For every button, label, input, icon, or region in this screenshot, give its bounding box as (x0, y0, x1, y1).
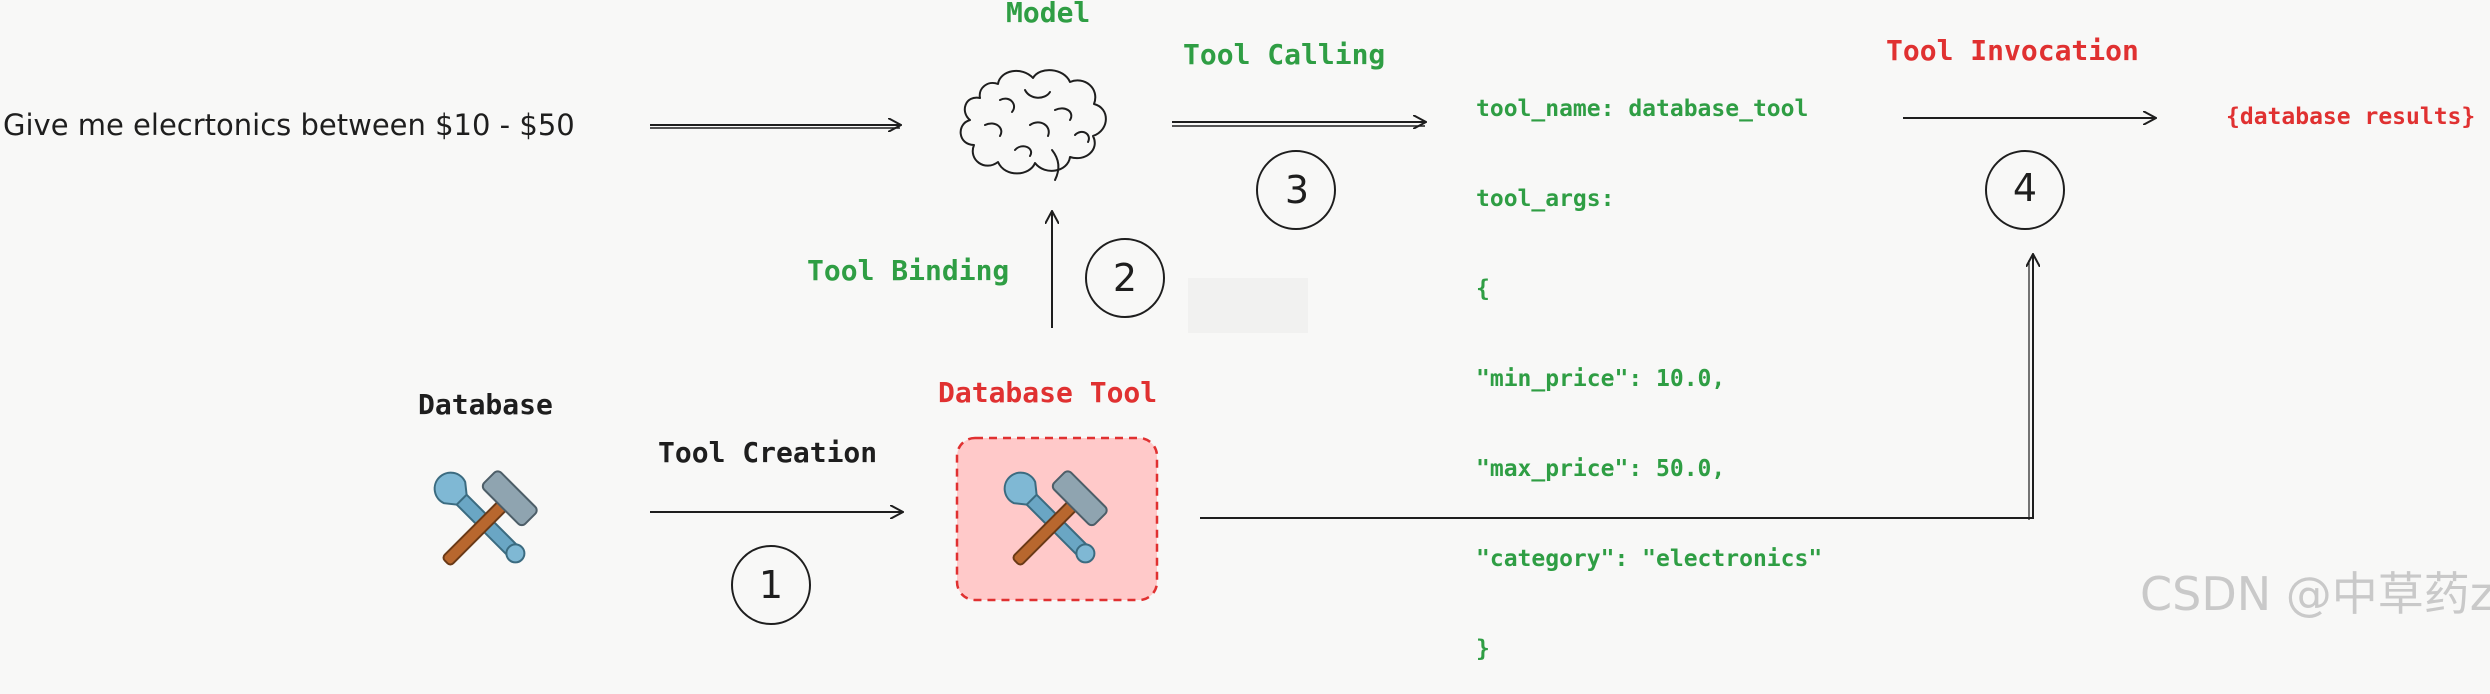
step-number-1: 1 (756, 563, 786, 607)
tool-call-line: "max_price": 50.0, (1476, 454, 1822, 484)
step-number-3: 3 (1282, 168, 1312, 212)
tool-call-line: tool_args: (1476, 184, 1822, 214)
tool-calling-label: Tool Calling (1183, 38, 1385, 71)
faint-box (1188, 278, 1308, 333)
database-label: Database (418, 388, 553, 421)
tool-binding-label: Tool Binding (807, 254, 1009, 287)
tool-call-line: tool_name: database_tool (1476, 94, 1822, 124)
tool-call-args: tool_name: database_tool tool_args: { "m… (1476, 34, 1822, 694)
arrow-query-to-model (650, 125, 900, 128)
step-number-4: 4 (2010, 166, 2040, 210)
brain-icon (961, 70, 1106, 180)
watermark: CSDN @中草药z (2140, 558, 2490, 624)
hammer-wrench-icon (426, 466, 539, 582)
tool-call-line: { (1476, 274, 1822, 304)
diagram-connectors (0, 0, 2490, 628)
tool-call-line: "min_price": 10.0, (1476, 364, 1822, 394)
database-results: {database results} (2226, 104, 2475, 130)
tool-creation-label: Tool Creation (658, 436, 877, 469)
tool-call-line: "category": "electronics" (1476, 544, 1822, 574)
arrow-model-to-toolcall (1172, 122, 1425, 126)
database-tool-label: Database Tool (938, 376, 1157, 409)
model-label: Model (1006, 0, 1090, 29)
step-number-2: 2 (1110, 256, 1140, 300)
user-query: Give me elecrtonics between $10 - $50 (3, 108, 575, 142)
tool-invocation-label: Tool Invocation (1886, 34, 2139, 67)
tool-call-line: } (1476, 634, 1822, 664)
